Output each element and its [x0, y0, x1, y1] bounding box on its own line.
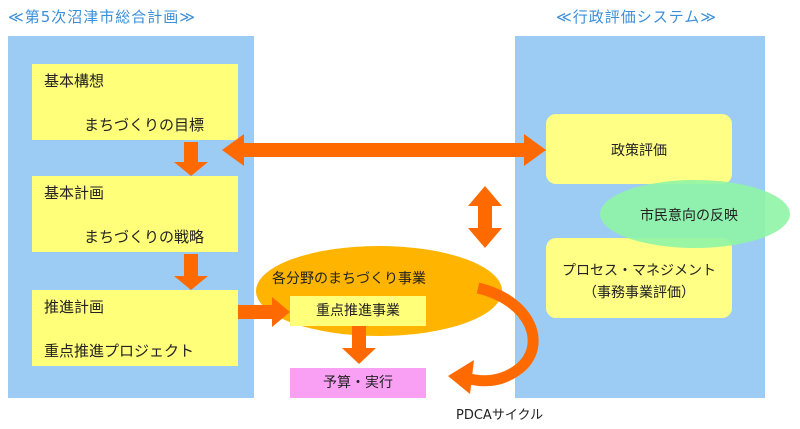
- double-arrow-vertical: [468, 186, 502, 248]
- box-promotion-plan-heading: 推進計画: [44, 298, 105, 316]
- citizen-label: 市民意向の反映: [640, 208, 738, 224]
- left-title: ≪第5次沼津市総合計画≫: [8, 8, 196, 26]
- box-process-management-line2: （事務事業評価）: [583, 285, 695, 301]
- citizen-ellipse: [600, 180, 790, 248]
- box-process-management: プロセス・マネジメント （事務事業評価）: [546, 238, 732, 318]
- box-promotion-plan: 推進計画 重点推進プロジェクト: [32, 290, 238, 366]
- right-title: ≪行政評価システム≫: [556, 8, 717, 26]
- down-arrow-2: [174, 254, 208, 290]
- pdca-label: PDCAサイクル: [456, 408, 544, 423]
- double-arrow-horizontal: [222, 134, 546, 166]
- box-basic-plan: 基本計画 まちづくりの戦略: [32, 176, 238, 252]
- down-arrow-1: [174, 142, 208, 176]
- box-basic-concept-heading: 基本構想: [44, 72, 105, 90]
- box-basic-plan-heading: 基本計画: [44, 184, 105, 202]
- priority-box: 重点推進事業: [290, 296, 426, 326]
- projects-label: 各分野のまちづくり事業: [272, 271, 426, 287]
- pdca-arrow-head: [448, 360, 474, 394]
- box-promotion-plan-sub: 重点推進プロジェクト: [44, 342, 195, 360]
- budget-box: 予算・実行: [290, 368, 426, 398]
- down-arrow-to-budget: [342, 326, 376, 364]
- box-basic-concept: 基本構想 まちづくりの目標: [32, 64, 238, 140]
- priority-label: 重点推進事業: [316, 303, 400, 319]
- box-policy-evaluation: 政策評価: [546, 114, 732, 184]
- pdca-curve-arrow: [464, 282, 539, 387]
- right-arrow-to-priority: [238, 297, 290, 327]
- box-basic-concept-sub: まちづくりの目標: [84, 116, 205, 134]
- box-process-management-line1: プロセス・マネジメント: [562, 263, 716, 279]
- budget-label: 予算・実行: [323, 375, 393, 391]
- box-policy-evaluation-label: 政策評価: [611, 143, 667, 159]
- box-basic-plan-sub: まちづくりの戦略: [84, 228, 205, 246]
